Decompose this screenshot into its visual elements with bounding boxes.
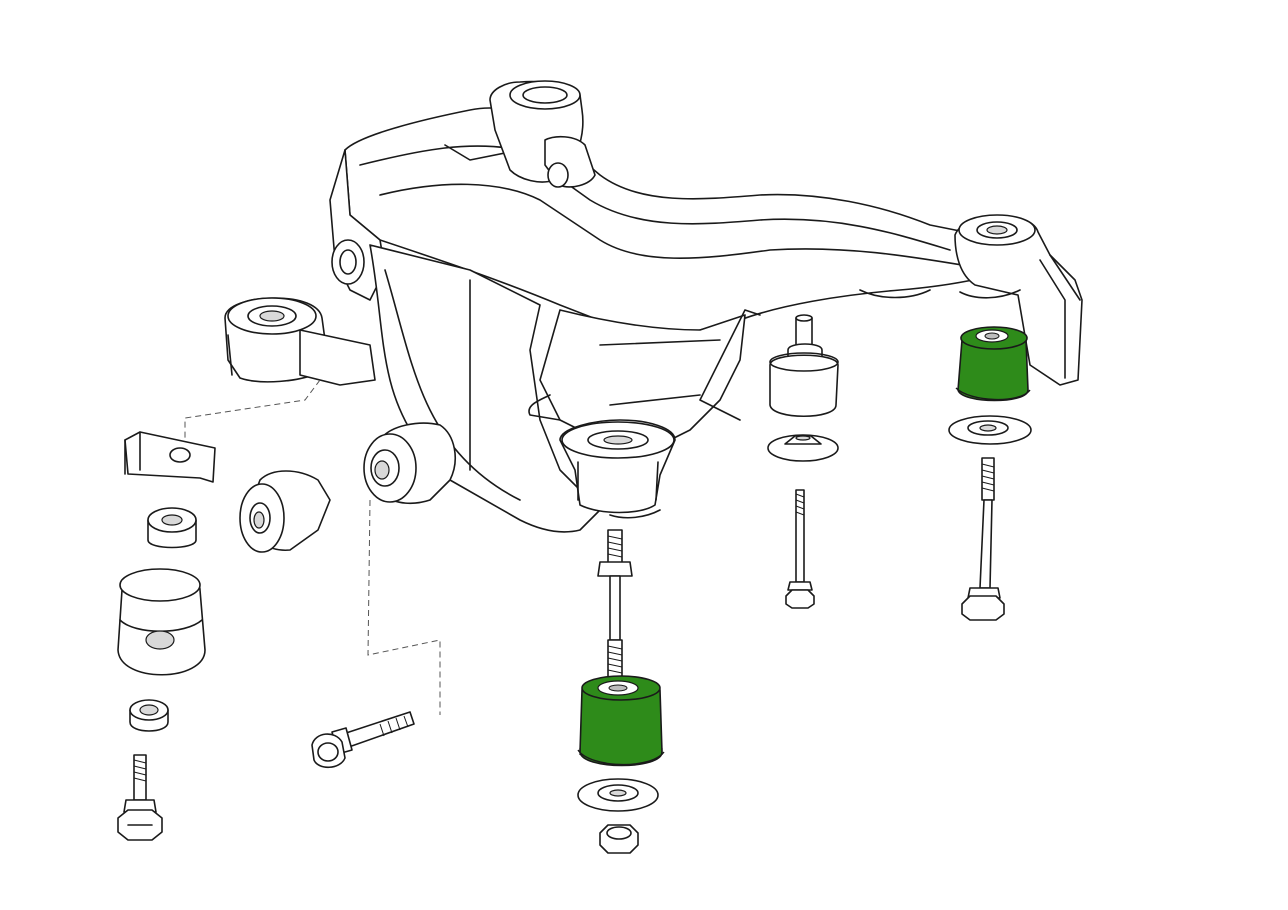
- mount-bracket-clip[interactable]: [124, 431, 216, 483]
- bolt-right[interactable]: [961, 457, 1005, 621]
- conical-washer-rear[interactable]: [767, 434, 839, 462]
- large-washer-center[interactable]: [577, 778, 659, 812]
- washer-right[interactable]: [948, 415, 1032, 445]
- subframe-mount-bushing-center[interactable]: [577, 675, 665, 767]
- rubber-mount-rear[interactable]: [769, 314, 839, 418]
- hex-nut-center[interactable]: [599, 824, 639, 854]
- bolt-rear[interactable]: [785, 489, 815, 609]
- large-bushing[interactable]: [117, 568, 206, 676]
- small-washer[interactable]: [129, 699, 169, 732]
- leader-lines: [184, 379, 441, 715]
- rubber-bushing-left[interactable]: [239, 470, 331, 553]
- hex-bolt-left[interactable]: [117, 754, 163, 841]
- long-hex-bolt[interactable]: [311, 711, 415, 769]
- subframe[interactable]: [224, 80, 1083, 533]
- spacer-ring[interactable]: [147, 507, 197, 549]
- subframe-mount-bushing-right[interactable]: [955, 326, 1031, 402]
- stud-bolt-center[interactable]: [597, 529, 633, 681]
